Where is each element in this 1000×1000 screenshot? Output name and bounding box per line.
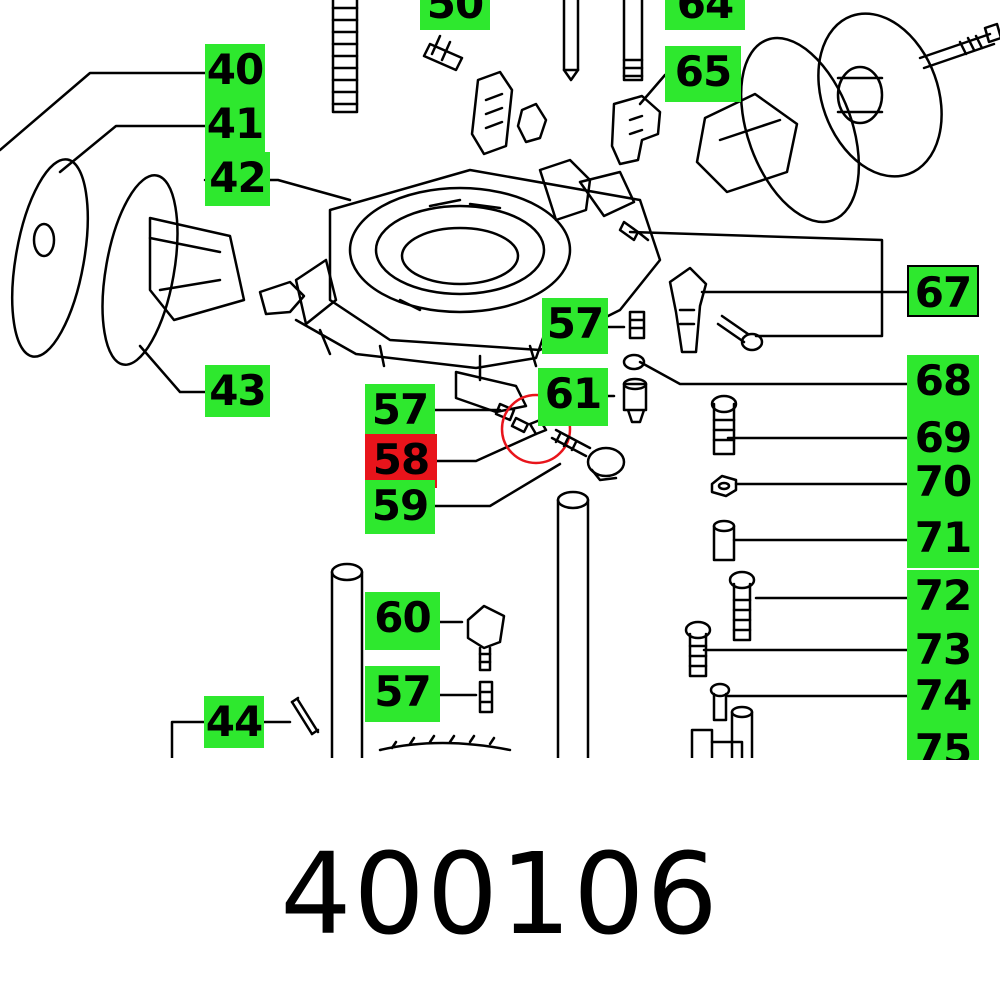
handle-knob-left-1 bbox=[11, 158, 89, 358]
screw-part-top bbox=[422, 34, 464, 72]
bracket-part bbox=[470, 70, 514, 156]
screw-73 bbox=[684, 620, 712, 678]
callout-43[interactable]: 43 bbox=[205, 365, 270, 417]
callout-58-selected[interactable]: 58 bbox=[365, 434, 437, 488]
rod-part-top-right bbox=[622, 0, 644, 82]
set-screw-57-bottom bbox=[478, 680, 494, 714]
long-screw-part bbox=[918, 22, 1000, 70]
nut-61 bbox=[622, 377, 648, 424]
callout-70[interactable]: 70 bbox=[907, 456, 979, 512]
set-screw-57-top bbox=[628, 310, 646, 340]
leader-lines bbox=[0, 71, 909, 760]
callout-57-mid[interactable]: 57 bbox=[365, 384, 435, 436]
spring-clip-44 bbox=[290, 696, 320, 736]
router-base-housing bbox=[258, 158, 662, 414]
selected-part-circle bbox=[500, 393, 572, 465]
callout-72[interactable]: 72 bbox=[907, 570, 979, 626]
screw-59 bbox=[550, 428, 626, 482]
callout-73[interactable]: 73 bbox=[907, 624, 979, 678]
screw-74 bbox=[709, 682, 731, 722]
callout-50[interactable]: 50 bbox=[420, 0, 490, 30]
washer-68 bbox=[622, 353, 646, 371]
callout-44[interactable]: 44 bbox=[204, 696, 264, 748]
callout-59[interactable]: 59 bbox=[365, 480, 435, 534]
callout-61[interactable]: 61 bbox=[538, 368, 608, 426]
small-screw-67 bbox=[716, 314, 764, 352]
callout-65[interactable]: 65 bbox=[665, 46, 741, 102]
callout-68[interactable]: 68 bbox=[907, 355, 979, 413]
callout-42[interactable]: 42 bbox=[205, 152, 270, 206]
bolt-69 bbox=[710, 394, 738, 456]
part-number: 400106 bbox=[280, 830, 720, 960]
callout-40[interactable]: 40 bbox=[205, 44, 265, 98]
base-plate-edge bbox=[378, 734, 512, 752]
knob-part-top-right-2 bbox=[817, 12, 943, 178]
callout-75-clip: 75 bbox=[907, 724, 979, 760]
clamp-part bbox=[610, 94, 662, 166]
rod-part-top-left bbox=[562, 0, 580, 82]
sleeve-71 bbox=[712, 519, 736, 562]
lever-67 bbox=[668, 266, 708, 354]
callout-57-bottom[interactable]: 57 bbox=[365, 666, 440, 722]
callout-75[interactable]: 75 bbox=[907, 724, 979, 760]
handle-knob-left-2 bbox=[101, 174, 246, 366]
small-pin-near-housing bbox=[618, 220, 650, 242]
exploded-parts-drawing bbox=[0, 0, 1000, 760]
pin-58 bbox=[510, 416, 548, 436]
clip-part bbox=[516, 102, 548, 144]
guide-rod-left bbox=[330, 562, 364, 760]
guide-rod-right bbox=[556, 490, 590, 760]
callout-67[interactable]: 67 bbox=[907, 265, 979, 317]
callout-41[interactable]: 41 bbox=[205, 98, 265, 152]
screw-72 bbox=[728, 570, 756, 642]
callout-57-top[interactable]: 57 bbox=[542, 298, 608, 354]
clamp-knob-60 bbox=[466, 604, 506, 672]
callout-71[interactable]: 71 bbox=[907, 512, 979, 568]
callout-74[interactable]: 74 bbox=[907, 670, 979, 724]
spring-part bbox=[331, 0, 359, 114]
callout-64[interactable]: 64 bbox=[665, 0, 745, 30]
nut-70 bbox=[710, 474, 738, 498]
posts-75 bbox=[690, 705, 754, 760]
callout-60[interactable]: 60 bbox=[365, 592, 440, 650]
